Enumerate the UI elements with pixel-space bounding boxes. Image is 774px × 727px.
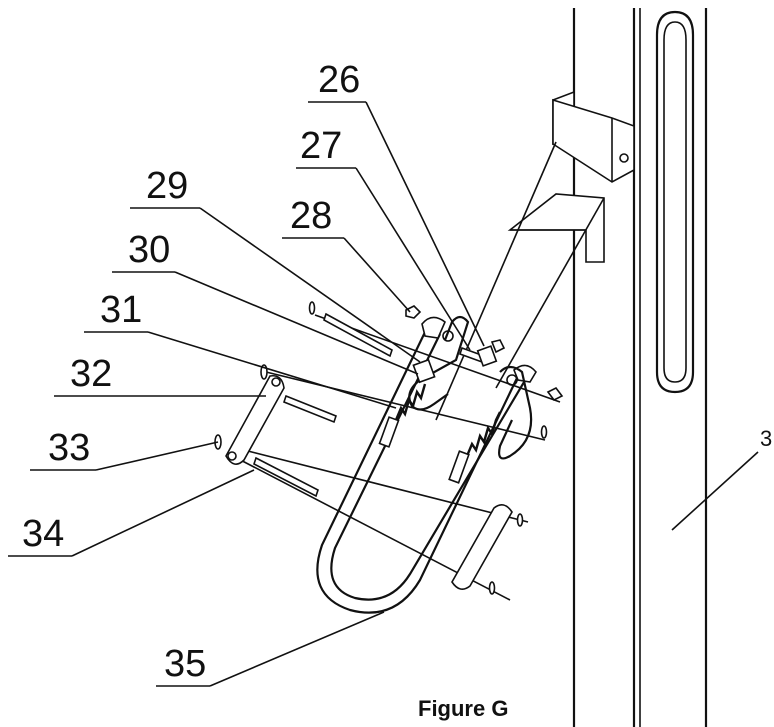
callout-26: 26 (318, 59, 360, 101)
callout-27: 27 (300, 125, 342, 167)
spring-right (448, 411, 502, 484)
callout-31: 31 (100, 289, 142, 331)
callout-29: 29 (146, 165, 188, 207)
spring-left (378, 383, 427, 448)
callout-28: 28 (290, 195, 332, 237)
callout-edge: 3 (760, 426, 772, 451)
callout-35: 35 (164, 643, 206, 685)
hook-part-right (498, 365, 533, 460)
hardware-parts (214, 301, 564, 595)
mounting-bracket (507, 90, 635, 263)
callout-33: 33 (48, 427, 90, 469)
callout-34: 34 (22, 513, 64, 555)
leader-lines (8, 101, 759, 687)
callout-30: 30 (128, 229, 170, 271)
figure-caption: Figure G (418, 696, 508, 721)
callout-labels: 26 27 28 29 30 31 32 33 34 35 3 (22, 59, 772, 685)
hook-part (408, 315, 470, 411)
u-frame-35 (316, 316, 537, 614)
callout-32: 32 (70, 353, 112, 395)
